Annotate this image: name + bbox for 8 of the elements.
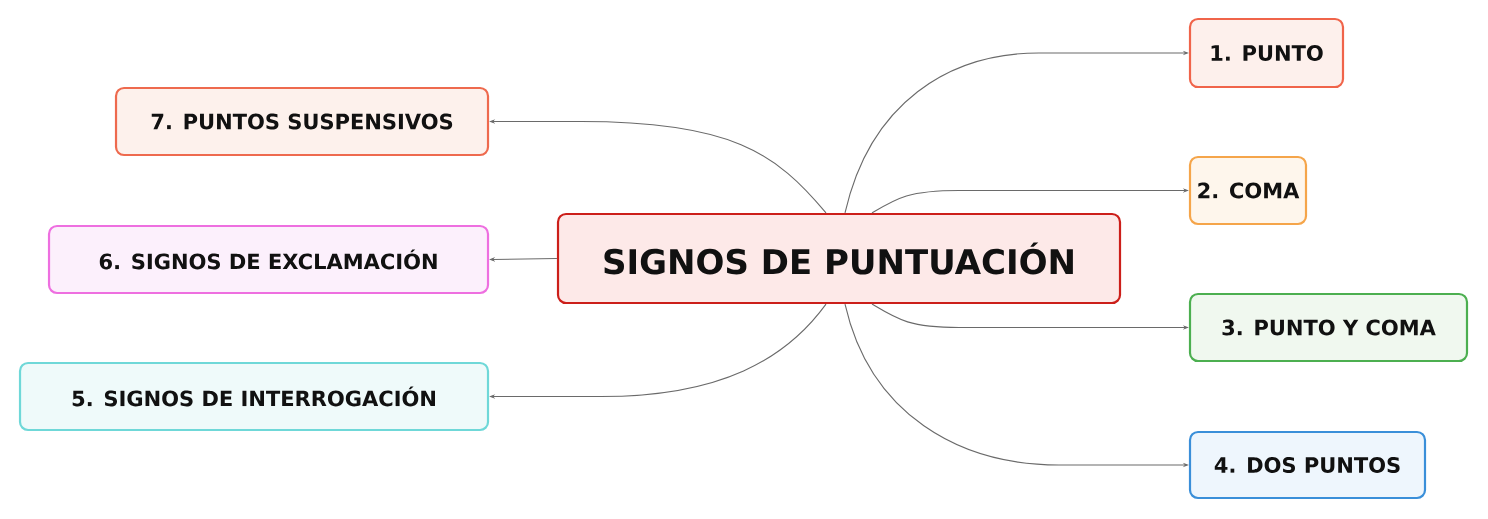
subtopic-box: 6. SIGNOS DE EXCLAMACIÓN	[47, 224, 490, 295]
topic-box: SIGNOS DE PUNTUACIÓN	[556, 212, 1122, 305]
subtopic-box: 7. PUNTOS SUSPENSIVOS	[114, 86, 490, 157]
subtopic-box: 2. COMA	[1188, 155, 1308, 226]
subtopic-box: 3. PUNTO Y COMA	[1188, 292, 1469, 363]
subtopic-box: 5. SIGNOS DE INTERROGACIÓN	[18, 361, 490, 432]
subtopic-box: 4. DOS PUNTOS	[1188, 430, 1427, 500]
subtopic-box: 1. PUNTO	[1188, 17, 1345, 89]
